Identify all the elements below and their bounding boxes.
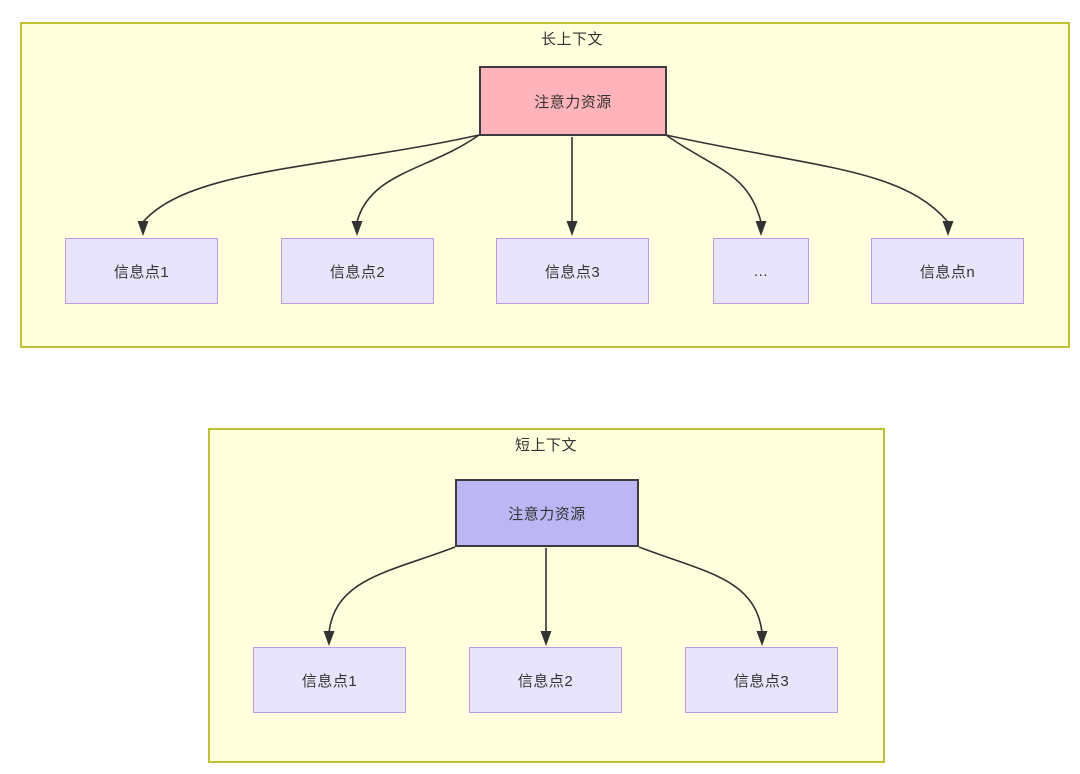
node-info-point-1-long[interactable]: 信息点1 — [65, 238, 218, 304]
panel-short-context-title: 短上下文 — [514, 437, 578, 454]
node-label: 信息点3 — [733, 672, 790, 690]
node-info-point-3-long[interactable]: 信息点3 — [496, 238, 649, 304]
node-attention-resource-long[interactable]: 注意力资源 — [479, 66, 667, 136]
node-label: 信息点1 — [113, 263, 170, 281]
node-info-point-2-long[interactable]: 信息点2 — [281, 238, 434, 304]
node-info-point-2-short[interactable]: 信息点2 — [469, 647, 622, 713]
node-info-point-n-long[interactable]: 信息点n — [871, 238, 1024, 304]
node-attention-resource-short[interactable]: 注意力资源 — [455, 479, 639, 547]
panel-long-context-title: 长上下文 — [540, 31, 604, 48]
node-label: 信息点n — [919, 263, 976, 281]
node-info-point-ellipsis-long[interactable]: ... — [713, 238, 809, 304]
node-label: 信息点2 — [517, 672, 574, 690]
node-info-point-3-short[interactable]: 信息点3 — [685, 647, 838, 713]
node-label: 注意力资源 — [534, 93, 612, 111]
node-label: 信息点3 — [544, 263, 601, 281]
node-label: 信息点1 — [301, 672, 358, 690]
node-label: 注意力资源 — [508, 505, 586, 523]
node-label: ... — [753, 262, 768, 280]
node-label: 信息点2 — [329, 263, 386, 281]
node-info-point-1-short[interactable]: 信息点1 — [253, 647, 406, 713]
